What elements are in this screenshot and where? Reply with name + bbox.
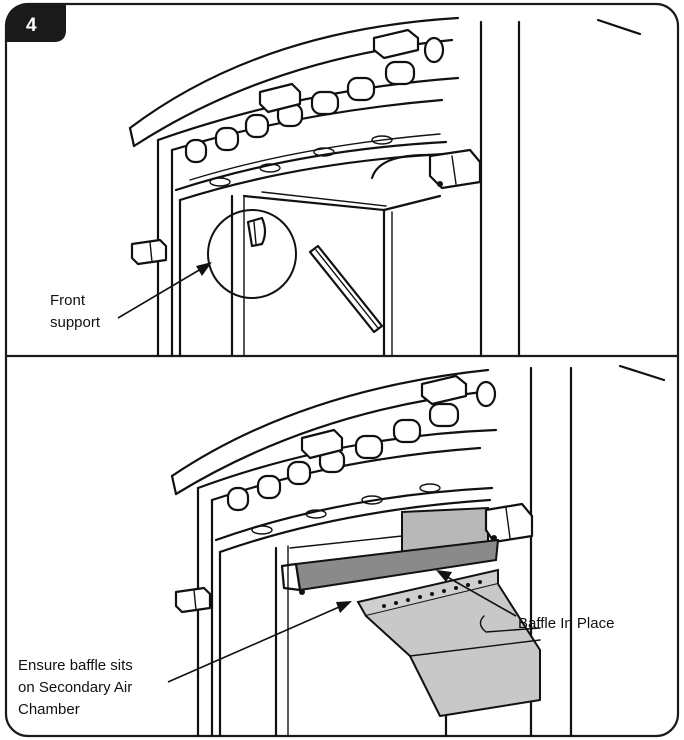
front-support-bracket-icon (246, 216, 267, 248)
top-panel-illustration: Front support (50, 16, 642, 358)
secondary-air-tube (356, 568, 541, 717)
front-support-magnifier (207, 209, 297, 299)
front-support-arrow (117, 262, 212, 319)
top-damper-knob-bottom (300, 374, 468, 460)
svg-text:Ensure baffle sits: Ensure baffle sits (18, 657, 133, 674)
baffle-plate-icon (280, 535, 500, 595)
left-control-knob (130, 238, 168, 266)
air-slot-row (184, 36, 445, 164)
front-support-label-line1: Front (50, 292, 86, 309)
side-handle-bottom (484, 502, 534, 544)
svg-text:Baffle In Place: Baffle In Place (518, 615, 614, 632)
ensure-baffle-label-line3: Chamber (18, 701, 80, 718)
step-number-badge: 4 (6, 4, 66, 42)
loose-baffle-strip (308, 244, 384, 334)
baffle-in-place-label: Baffle In Place (518, 615, 614, 632)
bottom-panel-illustration: Baffle In Place Ensure baffle sits on Se… (18, 364, 666, 738)
air-slot-row-bottom (226, 380, 497, 512)
left-control-knob-bottom (174, 586, 212, 614)
firebox-top-holes-bottom (251, 483, 441, 535)
svg-text:support: support (50, 314, 101, 331)
ensure-baffle-label-line1: Ensure baffle sits (18, 657, 133, 674)
ensure-baffle-arrow (167, 601, 352, 683)
ensure-baffle-label-line2: on Secondary Air (18, 679, 132, 696)
firebox-top-holes (209, 135, 393, 187)
step-number: 4 (26, 15, 37, 36)
diagram-frame (4, 2, 680, 738)
top-damper-knob (258, 28, 420, 114)
svg-text:Front: Front (50, 292, 86, 309)
side-handle (370, 148, 482, 190)
baffle-in-place-arrow (436, 570, 517, 617)
front-support-label-line2: support (50, 314, 101, 331)
svg-text:Chamber: Chamber (18, 701, 80, 718)
svg-text:on Secondary Air: on Secondary Air (18, 679, 132, 696)
